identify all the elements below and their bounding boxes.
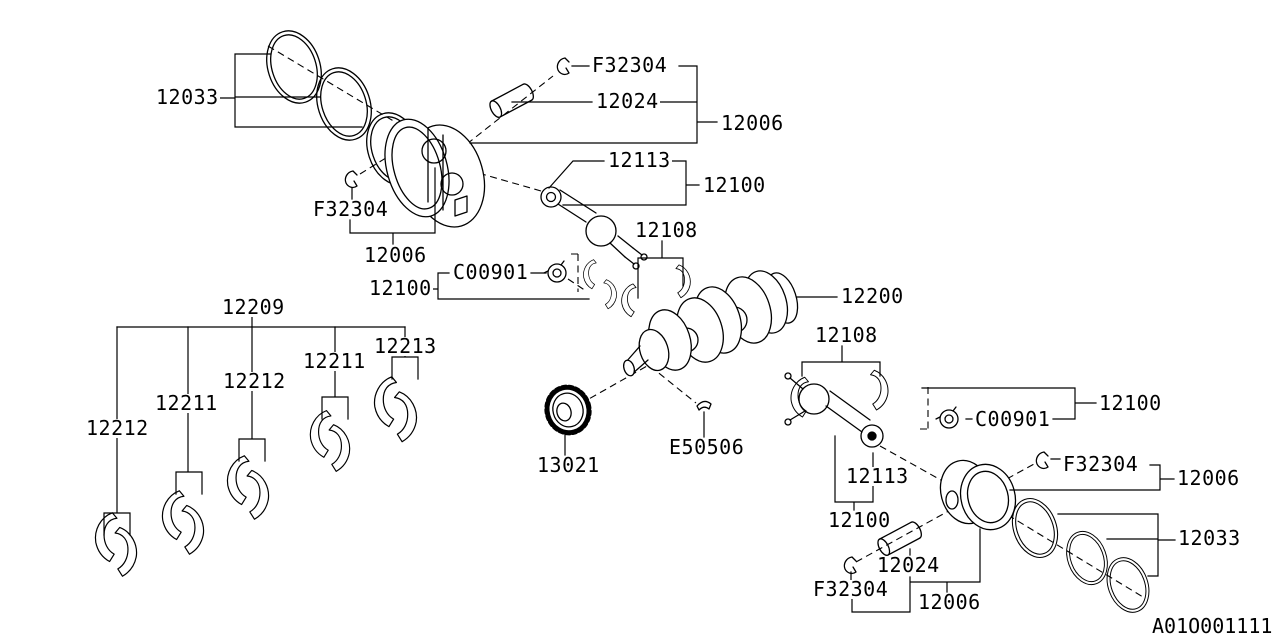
part-label-12113-bottom: 12113: [845, 464, 910, 488]
piston-top-drawing: [384, 118, 486, 228]
part-label-12212-bearing-1: 12212: [85, 416, 150, 440]
part-label-f32304-bottom: F32304: [812, 577, 890, 601]
part-label-12100-topright: 12100: [702, 173, 767, 197]
part-label-c00901-midleft: C00901: [452, 260, 530, 284]
part-label-12211-bearing-4: 12211: [302, 349, 367, 373]
connecting-rod-right-drawing: [784, 372, 884, 448]
part-label-12212-bearing-3: 12212: [222, 369, 287, 393]
part-label-12108-right: 12108: [814, 323, 879, 347]
part-label-12100-midleft: 12100: [368, 276, 433, 300]
part-label-f32304-top: F32304: [591, 53, 669, 77]
part-label-12024-bottom: 12024: [876, 553, 941, 577]
part-label-12006-midleft: 12006: [363, 243, 428, 267]
part-label-12024-top: 12024: [595, 89, 660, 113]
part-label-12100-bottom: 12100: [827, 508, 892, 532]
part-label-12213-bearing: 12213: [373, 334, 438, 358]
drawing-code: A01O001111: [1152, 614, 1273, 638]
part-label-12211-bearing-2: 12211: [154, 391, 219, 415]
part-label-12006-bottom: 12006: [917, 590, 982, 614]
part-label-13021-sprocket: 13021: [536, 453, 601, 477]
part-label-12006-topright: 12006: [720, 111, 785, 135]
part-label-12006-right: 12006: [1176, 466, 1241, 490]
piston-right-drawing: [939, 459, 1017, 531]
part-label-12033-left: 12033: [155, 85, 220, 109]
part-label-12113-top: 12113: [607, 148, 672, 172]
crankshaft-drawing: [622, 270, 799, 377]
part-label-e50506-key: E50506: [668, 435, 746, 459]
part-label-12108-center: 12108: [634, 218, 699, 242]
part-label-12209-set: 12209: [221, 295, 286, 319]
part-label-12200-crank: 12200: [840, 284, 905, 308]
crank-sprocket-drawing: [544, 384, 592, 436]
part-label-f32304-right: F32304: [1062, 452, 1140, 476]
part-label-12100-right: 12100: [1098, 391, 1163, 415]
part-label-12033-right: 12033: [1177, 526, 1242, 550]
part-label-c00901-right: C00901: [974, 407, 1052, 431]
woodruff-key-icon: [696, 400, 712, 411]
connecting-rod-top-drawing: [540, 186, 648, 270]
part-label-f32304-midleft: F32304: [312, 197, 390, 221]
